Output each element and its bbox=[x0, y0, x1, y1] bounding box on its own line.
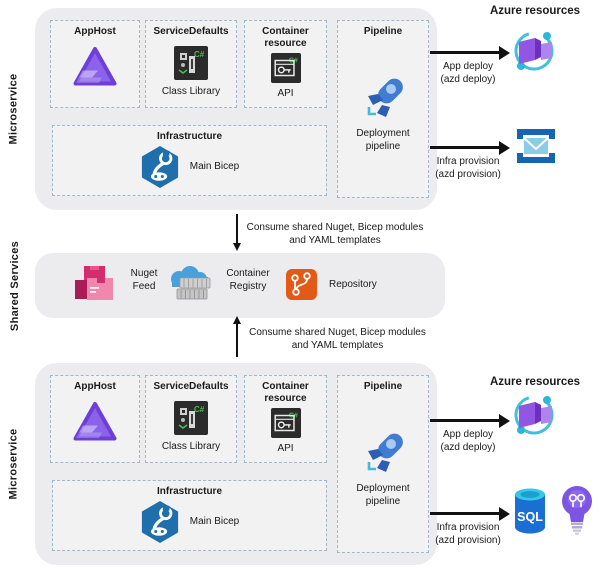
apphost-title: AppHost bbox=[74, 381, 116, 392]
container-apps-icon bbox=[514, 395, 554, 435]
main-bicep-caption: Main Bicep bbox=[189, 160, 240, 172]
microservice-group-bottom: AppHost ServiceDefaults C# Class Library bbox=[35, 363, 437, 565]
apphost-box: AppHost bbox=[50, 375, 140, 463]
container-resource-title: Container resource bbox=[262, 26, 309, 49]
servicedefaults-title: ServiceDefaults bbox=[153, 381, 229, 392]
servicedefaults-box: ServiceDefaults C# Class Library bbox=[145, 20, 237, 108]
infra-provision-arrow-bottom bbox=[430, 512, 500, 515]
apphost-title: AppHost bbox=[74, 26, 116, 37]
class-library-icon: C# bbox=[174, 46, 208, 80]
servicedefaults-caption: Class Library bbox=[161, 441, 221, 452]
lightbulb-icon bbox=[562, 486, 592, 535]
main-bicep-caption: Main Bicep bbox=[189, 515, 240, 527]
pipeline-rocket-icon bbox=[367, 78, 403, 117]
microservice-group-top: AppHost ServiceDefaults C# Class Library bbox=[35, 8, 437, 210]
pipeline-rocket-icon bbox=[367, 433, 403, 472]
api-icon: C# bbox=[270, 408, 301, 438]
svg-text:C#: C# bbox=[194, 405, 205, 414]
pipeline-box: Pipeline Deployment pipeline bbox=[337, 20, 429, 198]
container-resource-box: Container resource C# API bbox=[244, 20, 327, 108]
servicedefaults-box: ServiceDefaults C# Class Library bbox=[145, 375, 237, 463]
api-icon: C# bbox=[270, 53, 301, 83]
svg-text:C#: C# bbox=[194, 50, 205, 59]
aspire-triangle-icon bbox=[73, 402, 117, 441]
consume-label-bottom: Consume shared Nuget, Bicep modules and … bbox=[249, 327, 426, 351]
svg-text:SQL: SQL bbox=[517, 510, 543, 524]
api-caption: API bbox=[277, 88, 294, 99]
microservice-top-label: Microservice bbox=[7, 73, 19, 145]
bicep-icon bbox=[141, 501, 178, 543]
app-deploy-arrow-top bbox=[430, 51, 500, 54]
consume-up-arrow bbox=[236, 323, 238, 357]
pipeline-title: Pipeline bbox=[363, 381, 403, 392]
pipeline-box: Pipeline Deployment pipeline bbox=[337, 375, 429, 553]
container-registry-label: Container Registry bbox=[226, 268, 270, 292]
infrastructure-title: Infrastructure bbox=[156, 131, 222, 142]
microservice-bottom-label: Microservice bbox=[7, 428, 19, 500]
api-caption: API bbox=[277, 443, 294, 454]
sql-database-icon: SQL bbox=[515, 488, 545, 534]
apphost-box: AppHost bbox=[50, 20, 140, 108]
nuget-feed-icon bbox=[75, 266, 113, 300]
azure-resources-title-bottom: Azure resources bbox=[489, 376, 581, 388]
consume-label-top: Consume shared Nuget, Bicep modules and … bbox=[246, 222, 424, 246]
azure-resources-title-top: Azure resources bbox=[489, 5, 581, 17]
infra-provision-label-top: Infra provision (azd provision) bbox=[435, 156, 501, 180]
app-deploy-label-top: App deploy (azd deploy) bbox=[440, 61, 496, 85]
pipeline-caption: Deployment pipeline bbox=[356, 128, 410, 152]
servicedefaults-title: ServiceDefaults bbox=[153, 26, 229, 37]
aspire-triangle-icon bbox=[73, 47, 117, 86]
infrastructure-title: Infrastructure bbox=[156, 486, 222, 497]
shared-services-group: Nuget Feed Container Registry bbox=[35, 253, 445, 318]
email-service-icon bbox=[517, 129, 555, 163]
app-deploy-label-bottom: App deploy (azd deploy) bbox=[440, 429, 496, 453]
servicedefaults-caption: Class Library bbox=[161, 86, 221, 97]
class-library-icon: C# bbox=[174, 401, 208, 435]
repository-icon bbox=[286, 269, 317, 300]
pipeline-title: Pipeline bbox=[363, 26, 403, 37]
app-deploy-arrow-bottom bbox=[430, 419, 500, 422]
repository-label: Repository bbox=[329, 279, 377, 290]
infrastructure-box: Infrastructure Main Bicep bbox=[52, 480, 327, 551]
container-apps-icon bbox=[514, 31, 554, 71]
pipeline-caption: Deployment pipeline bbox=[356, 483, 410, 507]
container-registry-icon bbox=[171, 266, 211, 300]
infrastructure-box: Infrastructure Main Bicep bbox=[52, 125, 327, 196]
infra-provision-arrow-top bbox=[430, 146, 500, 149]
nuget-feed-label: Nuget Feed bbox=[130, 268, 158, 292]
bicep-icon bbox=[141, 146, 178, 188]
infra-provision-label-bottom: Infra provision (azd provision) bbox=[435, 522, 501, 546]
shared-services-label: Shared Services bbox=[9, 240, 21, 332]
container-resource-box: Container resource C# API bbox=[244, 375, 327, 463]
container-resource-title: Container resource bbox=[262, 381, 309, 404]
consume-down-arrow bbox=[236, 214, 238, 244]
